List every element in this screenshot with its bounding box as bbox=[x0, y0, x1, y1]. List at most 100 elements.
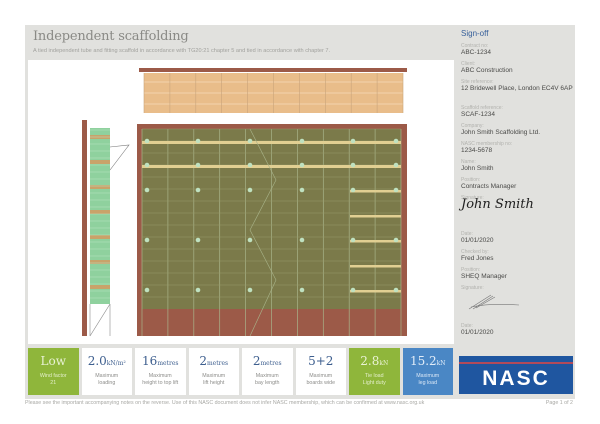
field-label: Site reference: bbox=[461, 79, 494, 85]
stat-unit: metres bbox=[206, 360, 229, 367]
header: Independent scaffolding A tied independe… bbox=[25, 25, 455, 60]
side-board bbox=[90, 260, 110, 264]
tie-point bbox=[247, 237, 253, 243]
tie-point bbox=[299, 162, 305, 168]
field-label: Signature: bbox=[461, 195, 484, 201]
side-board bbox=[90, 235, 110, 239]
tie-point bbox=[195, 162, 201, 168]
stat-value: 2.8kN bbox=[360, 354, 389, 368]
signoff-field: Signature:John Smith bbox=[461, 195, 573, 212]
field-value: SHEQ Manager bbox=[461, 273, 507, 280]
tie-point bbox=[247, 138, 253, 144]
stat-value: 2metres bbox=[252, 354, 282, 368]
scaffold-diagram bbox=[82, 68, 407, 337]
stat-unit: metres bbox=[157, 360, 179, 367]
signoff-field: Checked by:Fred Jones bbox=[461, 249, 573, 263]
loading-bay-deck bbox=[350, 265, 401, 268]
tie-point bbox=[350, 162, 356, 168]
field-value: John Smith Scaffolding Ltd. bbox=[461, 129, 541, 136]
field-label: Name: bbox=[461, 159, 476, 165]
tie-point bbox=[247, 187, 253, 193]
tie-point bbox=[393, 162, 399, 168]
field-label: Signature: bbox=[461, 285, 484, 291]
footer: Please see the important accompanying no… bbox=[25, 400, 575, 406]
tie-point bbox=[350, 287, 356, 293]
field-value: ABC Construction bbox=[461, 67, 513, 74]
field-value: 12 Bridewell Place, London EC4V 6AP bbox=[461, 85, 573, 92]
stat-value: 2.0kN/m² bbox=[87, 354, 126, 368]
tie-point bbox=[299, 287, 305, 293]
field-value: 01/01/2020 bbox=[461, 237, 494, 244]
field-value: ABC-1234 bbox=[461, 49, 491, 56]
field-label: Scaffold reference: bbox=[461, 105, 503, 111]
signoff-field: Scaffold reference:SCAF-1234 bbox=[461, 105, 573, 119]
page-subtitle: A tied independent tube and fitting scaf… bbox=[33, 48, 331, 54]
side-rakers bbox=[109, 144, 130, 171]
field-label: Checked by: bbox=[461, 249, 489, 255]
field-value: John Smith bbox=[461, 165, 494, 172]
scaffold-drawing bbox=[28, 60, 454, 344]
field-value: Fred Jones bbox=[461, 255, 494, 262]
field-value: SCAF-1234 bbox=[461, 111, 495, 118]
stat-value: 2metres bbox=[199, 354, 229, 368]
logo-stripe bbox=[459, 362, 573, 364]
tie-point bbox=[247, 287, 253, 293]
signature: John Smith bbox=[461, 197, 534, 212]
tie-point bbox=[195, 237, 201, 243]
plan-wall bbox=[139, 68, 407, 72]
tie-point bbox=[195, 287, 201, 293]
stat-unit: kN bbox=[436, 360, 446, 367]
footer-note: Please see the important accompanying no… bbox=[25, 400, 425, 406]
signoff-field: Position:Contracts Manager bbox=[461, 177, 573, 191]
side-board bbox=[90, 210, 110, 214]
stat-unit: kN/m² bbox=[106, 360, 126, 367]
loading-bay-deck bbox=[350, 240, 401, 243]
tie-point bbox=[350, 138, 356, 144]
nasc-logo: NASC bbox=[459, 356, 573, 394]
field-label: Client: bbox=[461, 61, 476, 67]
signoff-field: Client:ABC Construction bbox=[461, 61, 573, 75]
signoff-field: Date:01/01/2020 bbox=[461, 231, 573, 245]
logo-text: NASC bbox=[482, 367, 550, 390]
page-number: Page 1 of 2 bbox=[545, 400, 573, 406]
side-board bbox=[90, 185, 110, 189]
tie-point bbox=[393, 287, 399, 293]
tie-point bbox=[195, 138, 201, 144]
front-elevation-grid bbox=[141, 128, 402, 337]
side-board bbox=[90, 160, 110, 164]
signoff-field: Site reference:12 Bridewell Place, Londo… bbox=[461, 79, 573, 93]
signoff-field: Contract no:ABC-1234 bbox=[461, 43, 573, 57]
tie-point bbox=[195, 187, 201, 193]
tie-point bbox=[144, 287, 150, 293]
tie-point bbox=[350, 187, 356, 193]
tie-point bbox=[299, 187, 305, 193]
stat-value: 5+2 bbox=[308, 354, 334, 368]
bracing bbox=[249, 128, 277, 337]
field-label: Contract no: bbox=[461, 43, 489, 49]
tie-point bbox=[299, 237, 305, 243]
working-deck bbox=[142, 141, 401, 144]
stat-value: 16metres bbox=[142, 354, 179, 368]
tie-point bbox=[247, 162, 253, 168]
field-label: Position: bbox=[461, 267, 481, 273]
field-label: Position: bbox=[461, 177, 481, 183]
loading-bay-deck bbox=[350, 290, 401, 293]
field-value: 1234-5678 bbox=[461, 147, 493, 154]
tie-point bbox=[393, 237, 399, 243]
field-value: Contracts Manager bbox=[461, 183, 517, 190]
side-boards bbox=[90, 129, 110, 299]
